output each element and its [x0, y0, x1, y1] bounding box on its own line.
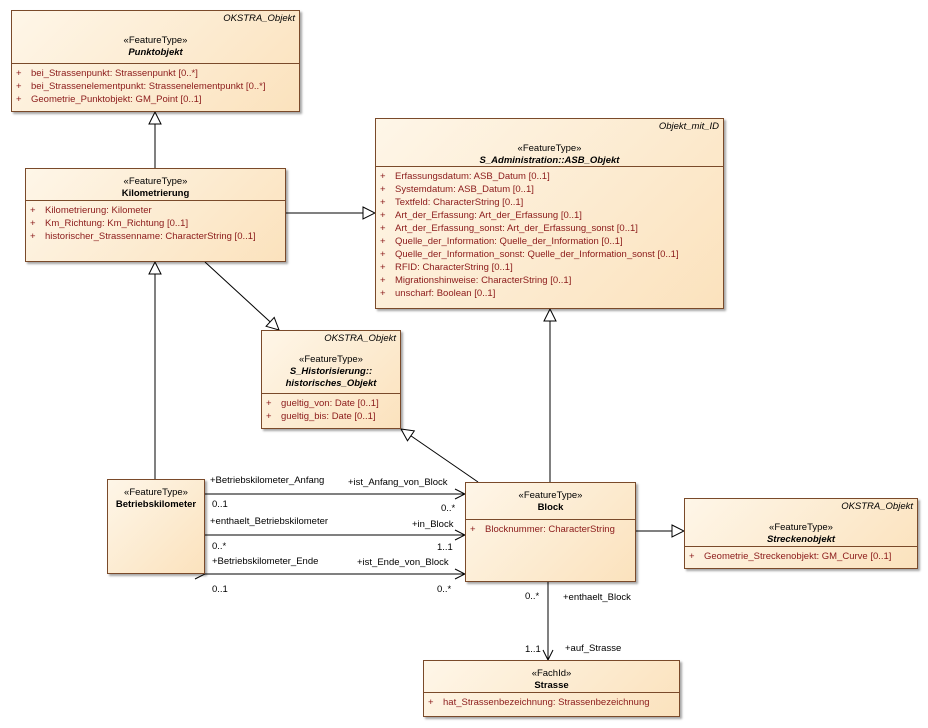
attribute-row: +Erfassungsdatum: ASB_Datum [0..1] [380, 171, 550, 182]
class-stereotype: «FachId» [531, 668, 572, 679]
class-stereotype: «FeatureType» [769, 522, 833, 533]
class-stereotype: «FeatureType» [299, 354, 363, 365]
class-name: S_Administration::ASB_Objekt [479, 155, 620, 166]
attribute-list: +Blocknummer: CharacterString [466, 519, 635, 581]
mult-strasse-bottom: 1..1 [525, 644, 541, 655]
attribute-row: +Km_Richtung: Km_Richtung [0..1] [30, 218, 189, 229]
attribute-row: +RFID: CharacterString [0..1] [380, 262, 513, 273]
class-name: Block [537, 502, 564, 513]
role-auf-strasse: +auf_Strasse [565, 643, 622, 654]
role-betriebskilometer-ende: +Betriebskilometer_Ende [212, 556, 319, 567]
class-strasse[interactable]: «FachId» Strasse +hat_Strassenbezeichnun… [423, 660, 680, 717]
attribute-row: +Geometrie_Streckenobjekt: GM_Curve [0..… [689, 551, 892, 562]
class-name: S_Historisierung:: [289, 366, 373, 377]
mult-ende-left: 0..1 [212, 584, 228, 595]
attribute-row: +Geometrie_Punktobjekt: GM_Point [0..1] [16, 94, 202, 105]
gen-block-historisch [401, 429, 479, 483]
attribute-list: +Geometrie_Streckenobjekt: GM_Curve [0..… [685, 546, 917, 568]
class-name: Betriebskilometer [115, 499, 197, 510]
mult-block-top: 0..* [525, 591, 540, 602]
gen-kilometrierung-historisch [204, 261, 279, 330]
class-tag: Objekt_mit_ID [658, 121, 719, 132]
attribute-row: +Textfeld: CharacterString [0..1] [380, 197, 524, 208]
attribute-row: +bei_Strassenpunkt: Strassenpunkt [0..*] [16, 68, 198, 79]
attribute-row: +Quelle_der_Information_sonst: Quelle_de… [380, 249, 679, 260]
class-betriebskilometer[interactable]: «FeatureType» Betriebskilometer [107, 479, 205, 574]
attribute-row: +Quelle_der_Information: Quelle_der_Info… [380, 236, 623, 247]
role-in-block: +in_Block [412, 519, 454, 530]
attribute-row: +gueltig_bis: Date [0..1] [266, 411, 376, 422]
class-tag: OKSTRA_Objekt [223, 13, 295, 24]
attribute-row: +Systemdatum: ASB_Datum [0..1] [380, 184, 534, 195]
class-tag: OKSTRA_Objekt [324, 333, 396, 344]
attribute-list: +bei_Strassenpunkt: Strassenpunkt [0..*]… [12, 63, 299, 111]
class-name: Strasse [534, 680, 569, 691]
mult-ende-right: 0..* [437, 584, 452, 595]
attribute-row: +hat_Strassenbezeichnung: Strassenbezeic… [428, 697, 650, 708]
class-asb-objekt[interactable]: Objekt_mit_ID «FeatureType» S_Administra… [375, 118, 724, 309]
mult-enthaelt-left: 0..* [212, 541, 227, 552]
class-stereotype: «FeatureType» [518, 490, 583, 501]
class-name: Punktobjekt [128, 47, 183, 58]
mult-anfang-left: 0..1 [212, 499, 228, 510]
attribute-row: +historischer_Strassenname: CharacterStr… [30, 231, 256, 242]
class-tag: OKSTRA_Objekt [841, 501, 913, 512]
mult-anfang-right: 0..* [441, 503, 456, 514]
class-stereotype: «FeatureType» [124, 487, 188, 498]
class-stereotype: «FeatureType» [517, 143, 582, 154]
attribute-list: +gueltig_von: Date [0..1] +gueltig_bis: … [262, 393, 400, 428]
class-block[interactable]: «FeatureType» Block +Blocknummer: Charac… [465, 482, 636, 582]
attribute-row: +Blocknummer: CharacterString [470, 524, 615, 535]
class-kilometrierung[interactable]: «FeatureType» Kilometrierung +Kilometrie… [25, 168, 286, 262]
attribute-list: +hat_Strassenbezeichnung: Strassenbezeic… [424, 692, 679, 716]
class-name: historisches_Objekt [285, 378, 377, 389]
attribute-row: +unscharf: Boolean [0..1] [380, 288, 496, 299]
attribute-row: +Migrationshinweise: CharacterString [0.… [380, 275, 572, 286]
class-historisches-objekt[interactable]: OKSTRA_Objekt «FeatureType» S_Historisie… [261, 330, 401, 429]
role-ist-ende-von-block: +ist_Ende_von_Block [357, 557, 449, 568]
class-name: Streckenobjekt [766, 534, 836, 545]
attribute-list: +Erfassungsdatum: ASB_Datum [0..1] +Syst… [376, 166, 723, 308]
role-betriebskilometer-anfang: +Betriebskilometer_Anfang [210, 475, 325, 486]
attribute-row: +bei_Strassenelementpunkt: Strasseneleme… [16, 81, 266, 92]
attribute-list: +Kilometrierung: Kilometer +Km_Richtung:… [26, 200, 285, 261]
class-streckenobjekt[interactable]: OKSTRA_Objekt «FeatureType» Streckenobje… [684, 498, 918, 569]
class-stereotype: «FeatureType» [123, 176, 188, 187]
role-enthaelt-block: +enthaelt_Block [563, 592, 631, 603]
attribute-row: +Art_der_Erfassung: Art_der_Erfassung [0… [380, 210, 582, 221]
attribute-row: +Kilometrierung: Kilometer [30, 205, 152, 216]
attribute-row: +Art_der_Erfassung_sonst: Art_der_Erfass… [380, 223, 638, 234]
class-stereotype: «FeatureType» [123, 35, 188, 46]
class-name: Kilometrierung [121, 188, 190, 199]
mult-enthaelt-right: 1..1 [437, 542, 453, 553]
role-ist-anfang-von-block: +ist_Anfang_von_Block [348, 477, 448, 488]
role-enthaelt-betriebskilometer: +enthaelt_Betriebskilometer [210, 516, 329, 527]
class-punktobjekt[interactable]: OKSTRA_Objekt «FeatureType» Punktobjekt … [11, 10, 300, 112]
attribute-row: +gueltig_von: Date [0..1] [266, 398, 379, 409]
